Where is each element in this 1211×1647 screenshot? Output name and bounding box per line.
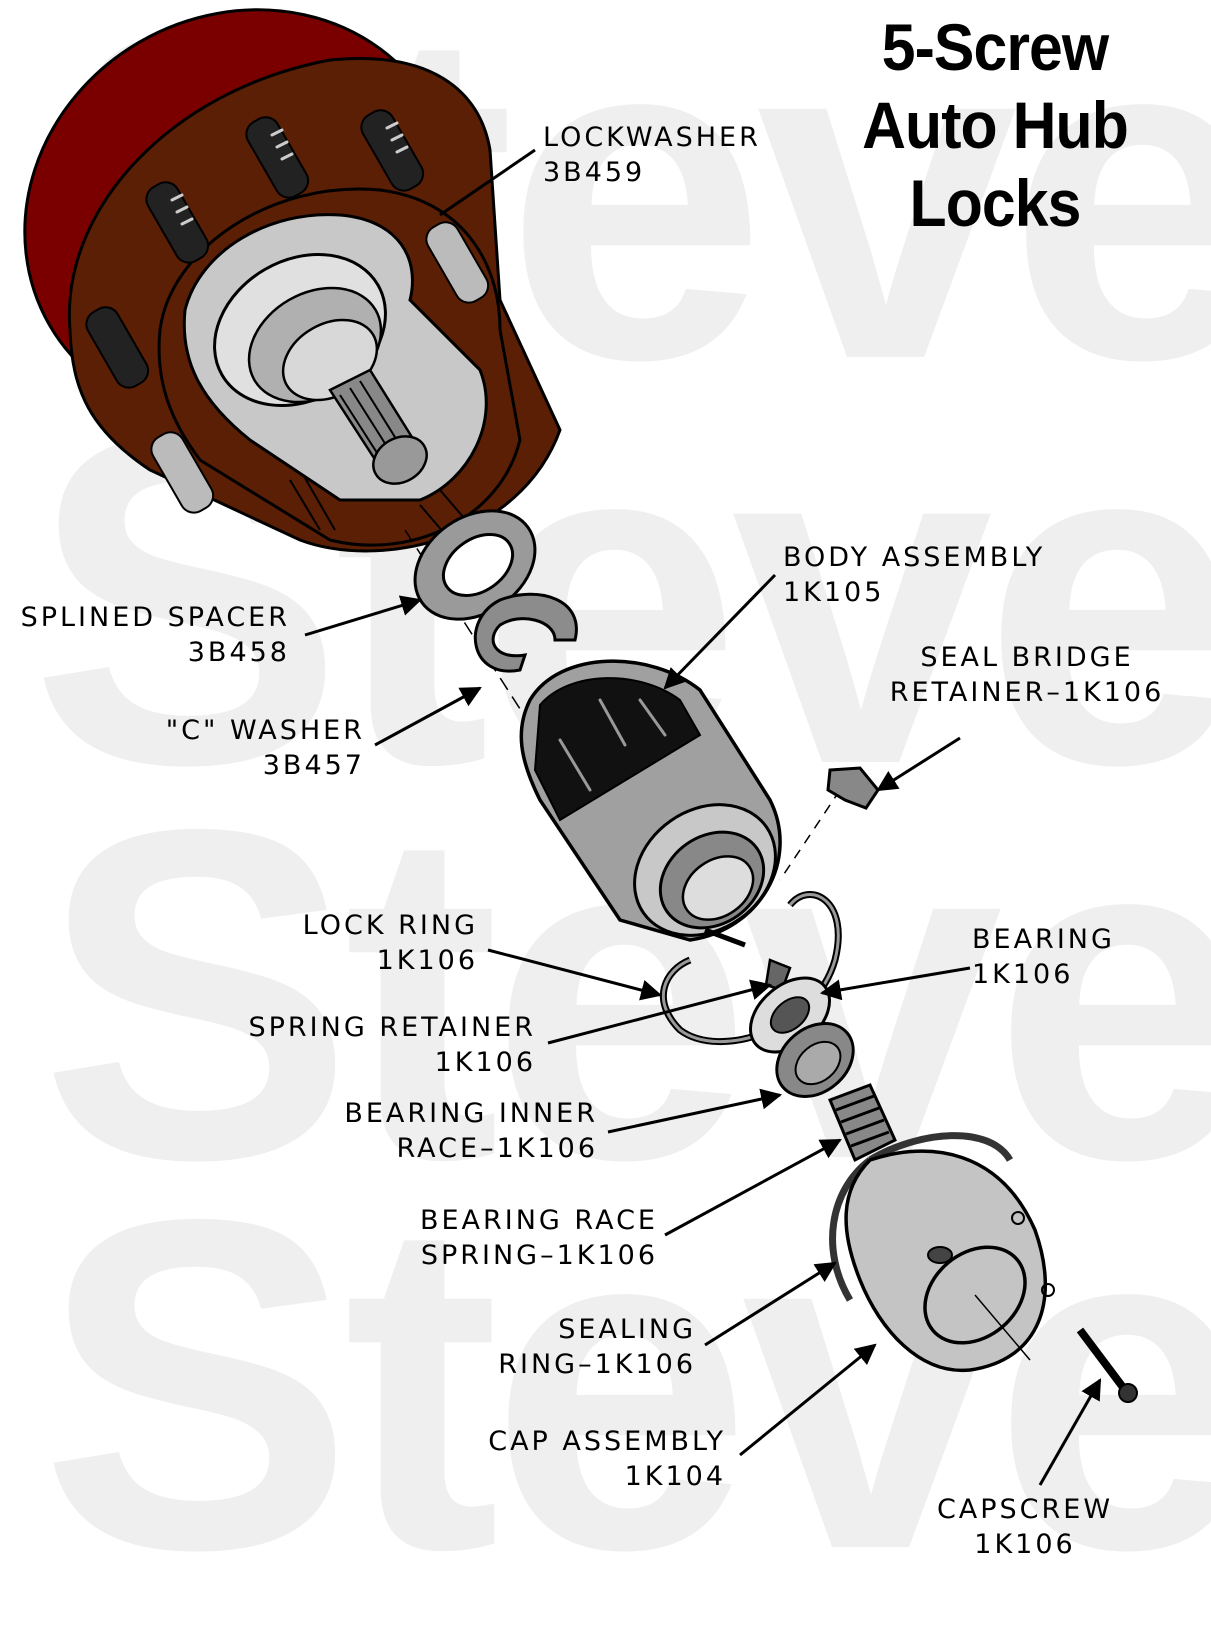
callout-seal-bridge-retainer: SEAL BRIDGE RETAINER–1K106 <box>872 640 1182 710</box>
part-number: RACE–1K106 <box>396 1133 598 1164</box>
leader-bearing-inner-race <box>607 1088 783 1134</box>
callout-spring-retainer: SPRING RETAINER 1K106 <box>200 1010 536 1080</box>
part-name: BEARING RACE <box>419 1205 658 1236</box>
callout-cap-assembly: CAP ASSEMBLY 1K104 <box>460 1424 726 1494</box>
part-number: 1K106 <box>974 1529 1076 1560</box>
leader-splined-spacer <box>304 595 423 637</box>
cap-assembly-part <box>829 1132 1055 1373</box>
leader-bearing-race-spring <box>664 1138 842 1237</box>
part-number: 1K106 <box>972 959 1074 990</box>
callout-bearing-race-spring: BEARING RACE SPRING–1K106 <box>380 1203 658 1273</box>
title-line-1: 5-Screw <box>881 10 1109 84</box>
callout-body-assembly: BODY ASSEMBLY 1K105 <box>783 540 1045 610</box>
callout-sealing-ring: SEALING RING–1K106 <box>460 1312 696 1382</box>
part-number: 1K105 <box>783 577 885 608</box>
c-washer-part <box>473 592 578 673</box>
part-name: LOCKWASHER <box>543 122 761 153</box>
part-number: SPRING–1K106 <box>420 1240 658 1271</box>
callout-capscrew: CAPSCREW 1K106 <box>920 1492 1130 1562</box>
part-number: 3B457 <box>262 750 365 781</box>
part-name: LOCK RING <box>302 910 478 941</box>
part-number: RING–1K106 <box>498 1349 696 1380</box>
part-name: SEAL BRIDGE <box>920 642 1134 673</box>
exploded-diagram: Steve83 Steve83 Steve83 Steve83 <box>10 0 1211 1620</box>
part-name: BEARING INNER <box>344 1098 598 1129</box>
seal-bridge-retainer-part <box>826 766 880 810</box>
diagram-title: 5-Screw Auto Hub Locks <box>845 8 1145 242</box>
part-name: SEALING <box>558 1314 696 1345</box>
part-number: 1K106 <box>376 945 478 976</box>
body-assembly-part <box>519 659 782 948</box>
callout-lock-ring: LOCK RING 1K106 <box>250 908 478 978</box>
leader-cap-assembly <box>739 1343 877 1457</box>
leader-bearing <box>819 966 971 1001</box>
callout-splined-spacer: SPLINED SPACER 3B458 <box>10 600 290 670</box>
leader-c-washer <box>374 686 482 747</box>
leader-lines <box>304 148 1102 1486</box>
part-name: CAP ASSEMBLY <box>488 1426 726 1457</box>
part-name: SPRING RETAINER <box>248 1012 536 1043</box>
part-number: 3B459 <box>543 157 646 188</box>
part-name: BODY ASSEMBLY <box>783 542 1046 573</box>
capscrew-part <box>1076 1327 1138 1403</box>
part-number: 1K104 <box>624 1461 726 1492</box>
bearing-stack <box>749 958 855 1098</box>
leader-spring-retainer <box>547 979 773 1045</box>
callout-c-washer: "C" WASHER 3B457 <box>130 713 365 783</box>
wheel-hub <box>23 8 562 553</box>
callout-bearing: BEARING 1K106 <box>972 922 1115 992</box>
part-name: SPLINED SPACER <box>20 602 290 633</box>
title-line-2: Auto Hub <box>862 88 1129 162</box>
part-name: BEARING <box>972 924 1115 955</box>
leader-seal-bridge <box>876 736 961 792</box>
part-number: 3B458 <box>187 637 290 668</box>
hub-illustration <box>23 8 1138 1486</box>
leader-lockwasher <box>439 148 536 217</box>
leader-capscrew <box>1038 1378 1102 1486</box>
leader-sealing-ring <box>704 1261 837 1347</box>
part-number: RETAINER–1K106 <box>889 677 1165 708</box>
leader-body-assembly <box>663 573 777 690</box>
part-name: "C" WASHER <box>165 715 365 746</box>
bearing-race-spring-part <box>828 1083 897 1163</box>
leader-lock-ring <box>487 948 663 1001</box>
part-name: CAPSCREW <box>936 1494 1114 1525</box>
part-number: 1K106 <box>434 1047 536 1078</box>
callout-bearing-inner-race: BEARING INNER RACE–1K106 <box>300 1096 598 1166</box>
callout-lockwasher: LOCKWASHER 3B459 <box>543 120 761 190</box>
title-line-3: Locks <box>909 166 1082 240</box>
